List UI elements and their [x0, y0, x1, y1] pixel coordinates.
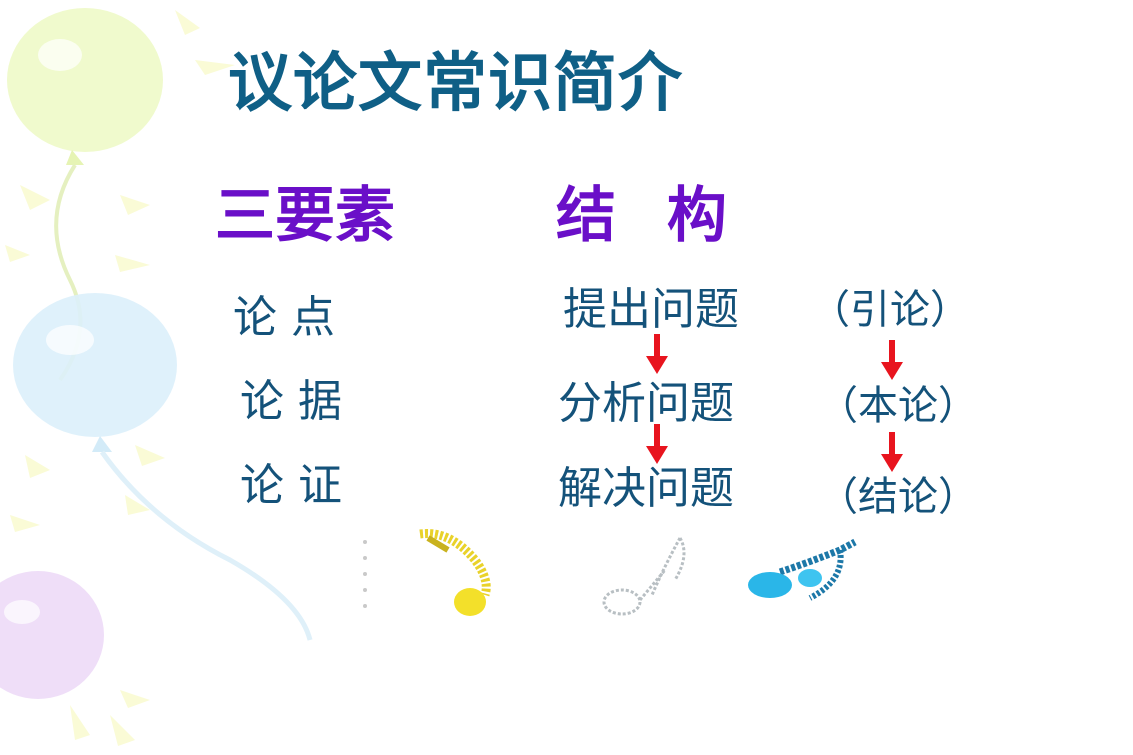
structure-part-conclusion: （结论） [818, 474, 978, 520]
down-arrow-icon [881, 340, 903, 380]
structure-step-raise: 提出问题 [563, 284, 739, 335]
down-arrow-icon [881, 432, 903, 472]
structure-part-intro: （引论） [810, 287, 970, 333]
element-evidence: 论 据 [240, 376, 342, 427]
balloon-icon [13, 293, 313, 641]
structure-step-analyze: 分析问题 [558, 378, 734, 429]
balloon-decoration [0, 8, 313, 746]
elements-heading: 三要素 [215, 181, 395, 251]
structure-heading: 结 构 [556, 181, 727, 251]
structure-part-body: （本论） [818, 383, 978, 429]
music-note-icon [748, 538, 857, 601]
down-arrow-icon [646, 334, 668, 374]
element-claim: 论 点 [233, 292, 335, 343]
page-title: 议论文常识简介 [228, 47, 683, 121]
structure-step-solve: 解决问题 [558, 463, 734, 514]
music-note-icon [419, 529, 491, 616]
element-argumentation: 论 证 [240, 460, 342, 511]
down-arrow-icon [646, 424, 668, 464]
music-note-icon [602, 537, 686, 616]
music-notes-decoration [363, 529, 857, 616]
balloon-icon [0, 571, 104, 699]
